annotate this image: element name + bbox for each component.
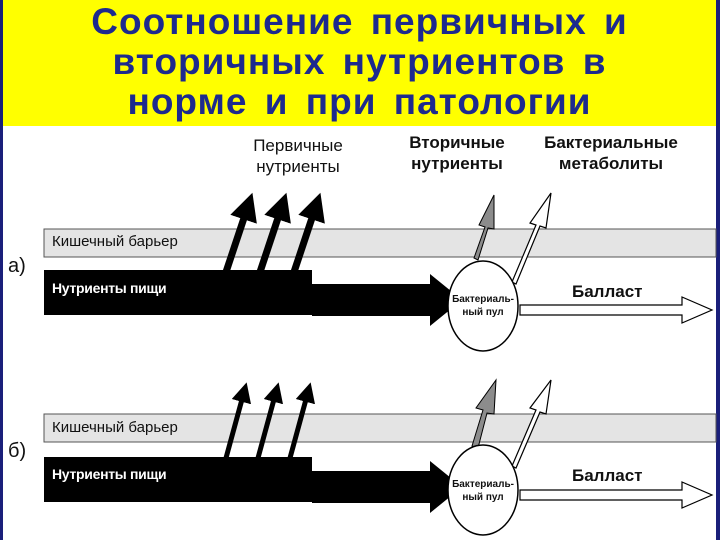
ballast-arrow-b bbox=[519, 481, 714, 509]
header-primary-line-1: Первичные bbox=[253, 136, 343, 155]
food-flow-arrow-b bbox=[312, 461, 462, 513]
header-secondary-nutrients: Вторичные нутриенты bbox=[398, 132, 516, 174]
food-band-b bbox=[44, 457, 312, 502]
food-band-a bbox=[44, 270, 312, 315]
panel-a bbox=[43, 192, 717, 352]
food-flow-arrow-a bbox=[312, 274, 462, 326]
pool-label-b-line-1: Бактериаль- bbox=[452, 479, 514, 490]
primary-arrow-a-2 bbox=[256, 192, 291, 274]
pool-label-b: Бактериаль- ный пул bbox=[448, 478, 518, 504]
title-line-3: норме и при патологии bbox=[127, 81, 592, 122]
primary-arrow-a-1 bbox=[222, 192, 257, 274]
title-line-1: Соотношение первичных и bbox=[91, 1, 628, 42]
header-primary-line-2: нутриенты bbox=[256, 157, 340, 176]
primary-arrow-a-3 bbox=[290, 192, 325, 274]
barrier-band-a bbox=[43, 228, 717, 258]
primary-arrow-b-2 bbox=[255, 382, 284, 459]
ballast-label-a: Балласт bbox=[572, 282, 643, 301]
title-banner: Соотношение первичных и вторичных нутрие… bbox=[3, 0, 716, 126]
pool-label-a-line-2: ный пул bbox=[462, 307, 504, 318]
pool-label-a: Бактериаль- ный пул bbox=[448, 293, 518, 319]
header-secondary-line-1: Вторичные bbox=[409, 133, 505, 152]
primary-arrow-b-3 bbox=[287, 382, 316, 459]
ballast-label-b: Балласт bbox=[572, 466, 643, 485]
pool-label-b-line-2: ный пул bbox=[462, 492, 504, 503]
barrier-band-b bbox=[43, 413, 717, 443]
bacterial-pool-a bbox=[447, 260, 519, 352]
slide-left-edge bbox=[0, 0, 3, 540]
bacterial-arrow-b bbox=[511, 379, 552, 469]
barrier-label-b: Кишечный барьер bbox=[52, 419, 178, 436]
secondary-arrow-a bbox=[473, 194, 495, 261]
title-line-2: вторичных нутриентов в bbox=[112, 41, 607, 82]
panel-label-a: а) bbox=[8, 255, 26, 277]
bacterial-arrow-a bbox=[511, 192, 552, 285]
food-label-a: Нутриенты пищи bbox=[52, 280, 167, 296]
header-primary-nutrients: Первичные нутриенты bbox=[228, 135, 368, 177]
ballast-arrow-a bbox=[519, 296, 714, 324]
food-label-b: Нутриенты пищи bbox=[52, 466, 167, 482]
pool-label-a-line-1: Бактериаль- bbox=[452, 294, 514, 305]
panel-b bbox=[43, 378, 717, 536]
slide-title: Соотношение первичных и вторичных нутрие… bbox=[3, 2, 716, 122]
header-bacterial-metabolites: Бактериальные метаболиты bbox=[526, 132, 696, 174]
barrier-label-a: Кишечный барьер bbox=[52, 233, 178, 250]
header-bacterial-line-1: Бактериальные bbox=[544, 133, 678, 152]
header-secondary-line-2: нутриенты bbox=[411, 154, 503, 173]
primary-arrow-b-1 bbox=[223, 382, 252, 459]
slide-right-edge bbox=[716, 0, 720, 540]
secondary-arrow-b bbox=[471, 378, 497, 449]
header-bacterial-line-2: метаболиты bbox=[558, 154, 664, 173]
panel-label-b: б) bbox=[8, 440, 27, 462]
bacterial-pool-b bbox=[447, 444, 519, 536]
